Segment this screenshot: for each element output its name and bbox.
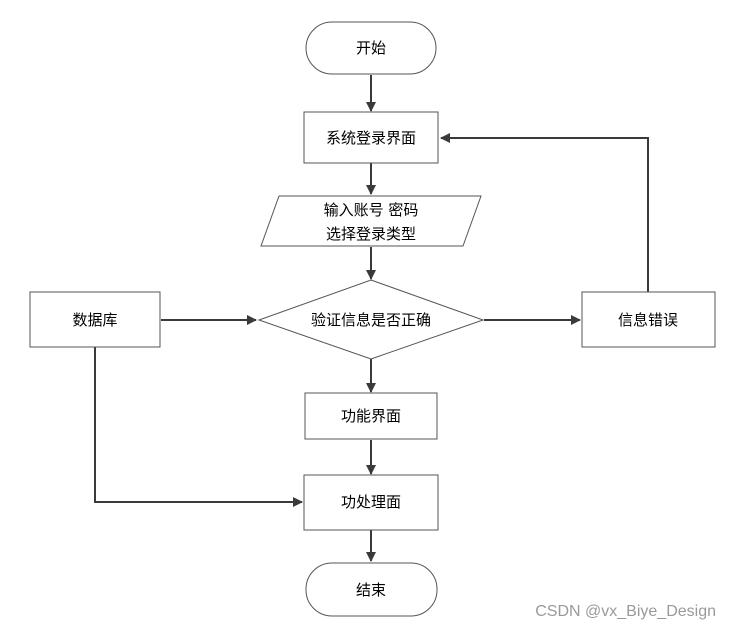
end-label: 结束 [356, 581, 386, 599]
verify-decision-node: 验证信息是否正确 [257, 279, 485, 360]
login-page-node: 系统登录界面 [303, 111, 439, 164]
start-label: 开始 [356, 39, 386, 57]
input-label-line2: 选择登录类型 [326, 225, 416, 243]
watermark: CSDN @vx_Biye_Design [535, 603, 716, 620]
end-node: 结束 [305, 562, 438, 617]
database-label: 数据库 [72, 311, 117, 329]
edges [94, 75, 649, 562]
error-label: 信息错误 [618, 311, 678, 329]
input-label-line1: 输入账号 密码 [324, 201, 419, 219]
database-node: 数据库 [29, 291, 161, 348]
input-node: 输入账号 密码 选择登录类型 [260, 195, 482, 247]
process-page-node: 功处理面 [303, 474, 439, 531]
start-node: 开始 [305, 21, 437, 75]
edge-database-to-process [94, 347, 303, 507]
login-page-label: 系统登录界面 [326, 129, 416, 147]
error-node: 信息错误 [581, 291, 716, 348]
verify-label: 验证信息是否正确 [311, 311, 431, 329]
edge-error-to-login [440, 133, 649, 292]
function-page-label: 功能界面 [341, 407, 401, 425]
function-page-node: 功能界面 [304, 392, 438, 440]
process-page-label: 功处理面 [341, 493, 401, 511]
